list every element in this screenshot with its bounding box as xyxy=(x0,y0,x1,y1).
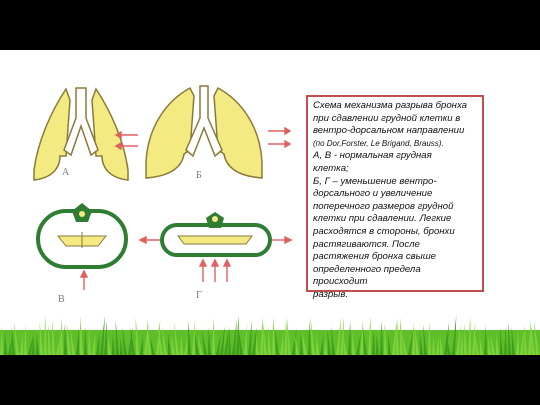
bronchus-rupture-diagram xyxy=(0,85,540,355)
caption-box: Схема механизма разрыва бронха при сдавл… xyxy=(306,95,484,300)
panel-label-g: Г xyxy=(196,290,202,301)
arrows-g xyxy=(138,235,293,282)
trachea-b xyxy=(185,85,223,158)
grass-decoration xyxy=(0,315,540,355)
chest-compressed xyxy=(160,212,272,257)
left-lung-b xyxy=(145,86,195,179)
caption-title: Схема механизма разрыва бронха при сдавл… xyxy=(313,100,467,137)
panel-label-a: А xyxy=(62,167,70,178)
arrow-up-v xyxy=(79,269,89,290)
lateral-arrows-b xyxy=(114,126,292,151)
right-lung-a xyxy=(91,87,129,181)
lungs-compressed xyxy=(145,85,263,179)
slide: А Б В Г Схема механизма разрыва бронха п… xyxy=(0,50,540,355)
caption-body: А, В - нормальная грудная клетка; Б, Г –… xyxy=(313,150,455,300)
chest-normal xyxy=(36,203,128,269)
caption-source: (по Dor,Forster, Le Brigand, Brauss). xyxy=(313,138,444,148)
lungs-normal xyxy=(33,87,129,181)
panel-label-v: В xyxy=(58,294,65,305)
left-lung-a xyxy=(33,87,71,181)
right-lung-b xyxy=(213,86,263,179)
panel-label-b: Б xyxy=(196,170,202,181)
trachea-a xyxy=(63,87,99,157)
